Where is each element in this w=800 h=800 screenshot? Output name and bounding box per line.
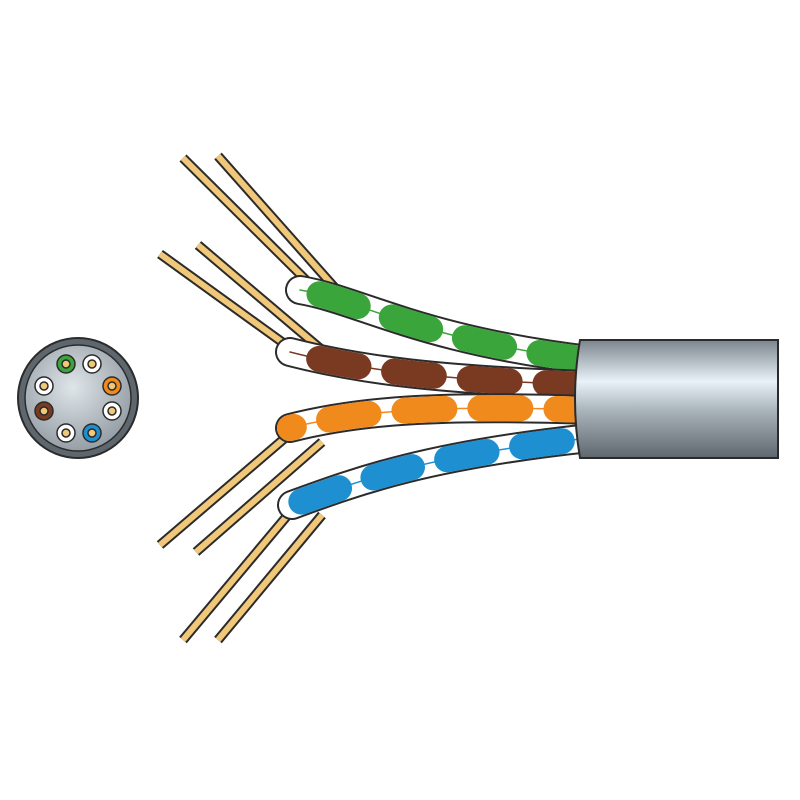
copper-conductors	[156, 152, 339, 644]
twisted-pair-brown	[275, 337, 605, 400]
cable-cross-section	[17, 337, 139, 459]
twisted-pair-green	[285, 275, 605, 375]
twisted-pair-orange	[275, 393, 605, 443]
cable-jacket	[574, 339, 779, 459]
twisted-pair-blue	[277, 423, 605, 520]
